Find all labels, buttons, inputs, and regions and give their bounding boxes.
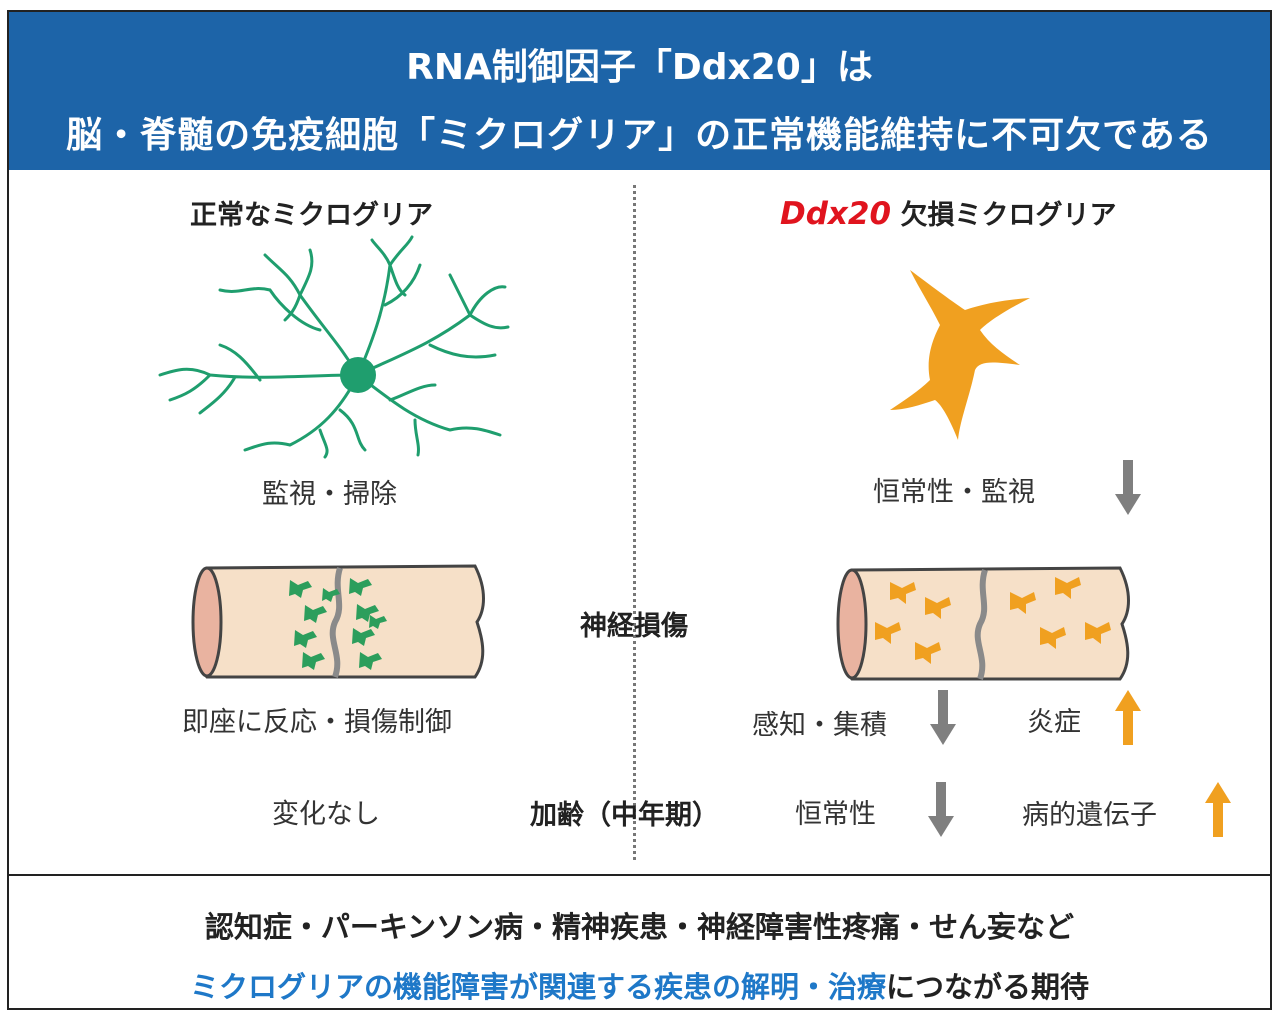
- header-title-line1: RNA制御因子「Ddx20」は: [406, 47, 873, 88]
- deficient-microglia-illustration: [890, 270, 1030, 440]
- footer-expectation-rest: につながる期待: [886, 970, 1090, 1004]
- injured-nerve-deficient-illustration: [836, 566, 1130, 681]
- gene-name: Ddx20: [780, 196, 892, 232]
- sensing-accumulation-label: 感知・集積: [752, 710, 887, 741]
- injured-nerve-normal-illustration: [191, 564, 485, 679]
- no-change-label: 変化なし: [272, 799, 380, 830]
- inflammation-label: 炎症: [1027, 707, 1081, 738]
- footer-panel: 認知症・パーキンソン病・精神疾患・神経障害性疼痛・せん妄など ミクログリアの機能…: [9, 874, 1270, 1016]
- nerve-injury-label: 神経損傷: [580, 611, 688, 642]
- pathogenic-genes-label: 病的遺伝子: [1022, 800, 1157, 831]
- footer-expectation: ミクログリアの機能障害が関連する疾患の解明・治療につながる期待: [9, 964, 1270, 1006]
- pathogenic-genes-up-arrow-icon: [1205, 782, 1231, 837]
- deficient-title-rest: 欠損ミクログリア: [900, 200, 1117, 231]
- homeostasis-down-arrow-icon: [928, 782, 954, 837]
- header-banner: RNA制御因子「Ddx20」は 脳・脊髄の免疫細胞「ミクログリア」の正常機能維持…: [9, 12, 1270, 170]
- footer-expectation-highlight: ミクログリアの機能障害が関連する疾患の解明・治療: [189, 970, 886, 1004]
- center-divider: [633, 185, 636, 860]
- homeostasis-label: 恒常性: [795, 799, 876, 830]
- homeostasis-surveillance-down-arrow-icon: [1115, 460, 1141, 515]
- header-title-line2: 脳・脊髄の免疫細胞「ミクログリア」の正常機能維持に不可欠である: [66, 115, 1213, 156]
- immediate-response-label: 即座に反応・損傷制御: [182, 707, 452, 738]
- normal-microglia-illustration: [158, 235, 510, 459]
- homeostasis-surveillance-label: 恒常性・監視: [873, 477, 1035, 508]
- diagram-frame: RNA制御因子「Ddx20」は 脳・脊髄の免疫細胞「ミクログリア」の正常機能維持…: [7, 10, 1272, 1010]
- footer-disease-list: 認知症・パーキンソン病・精神疾患・神経障害性疼痛・せん妄など: [204, 910, 1075, 944]
- deficient-microglia-title: Ddx20 欠損ミクログリア: [780, 193, 1116, 232]
- aging-label: 加齢（中年期）: [530, 800, 719, 831]
- inflammation-up-arrow-icon: [1115, 690, 1141, 745]
- normal-microglia-title: 正常なミクログリア: [190, 200, 433, 231]
- surveillance-cleaning-label: 監視・掃除: [262, 479, 397, 510]
- sensing-accumulation-down-arrow-icon: [930, 690, 956, 745]
